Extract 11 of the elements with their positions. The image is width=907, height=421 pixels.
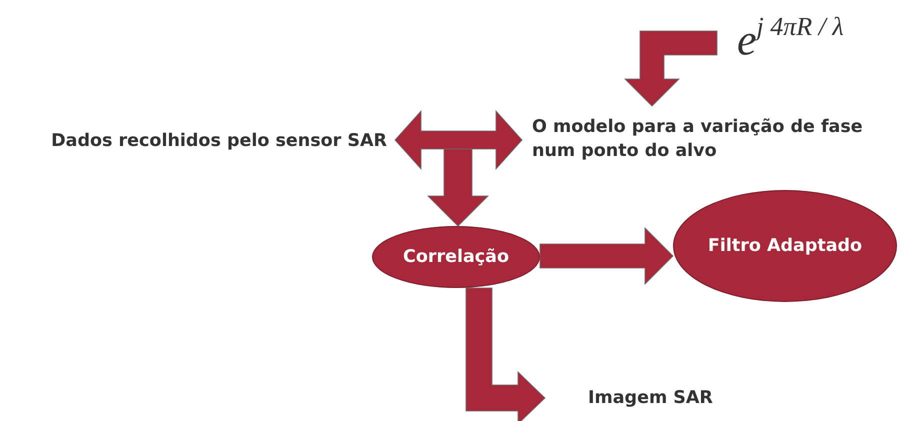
block-arrow xyxy=(466,288,546,421)
text-label: O modelo para a variação de fase num ponto do alvo xyxy=(532,116,864,163)
node-label: Filtro Adaptado xyxy=(708,235,862,258)
text-label: Dados recolhidos pelo sensor SAR xyxy=(51,130,387,153)
block-arrow xyxy=(624,30,718,107)
text-label: Imagem SAR xyxy=(588,387,713,410)
formula-text: e$^{j 4πR / λ}$ xyxy=(737,19,844,53)
block-arrow xyxy=(394,110,523,170)
node-label: Correlação xyxy=(402,246,509,269)
block-arrow xyxy=(540,227,674,285)
block-arrow xyxy=(427,148,489,227)
